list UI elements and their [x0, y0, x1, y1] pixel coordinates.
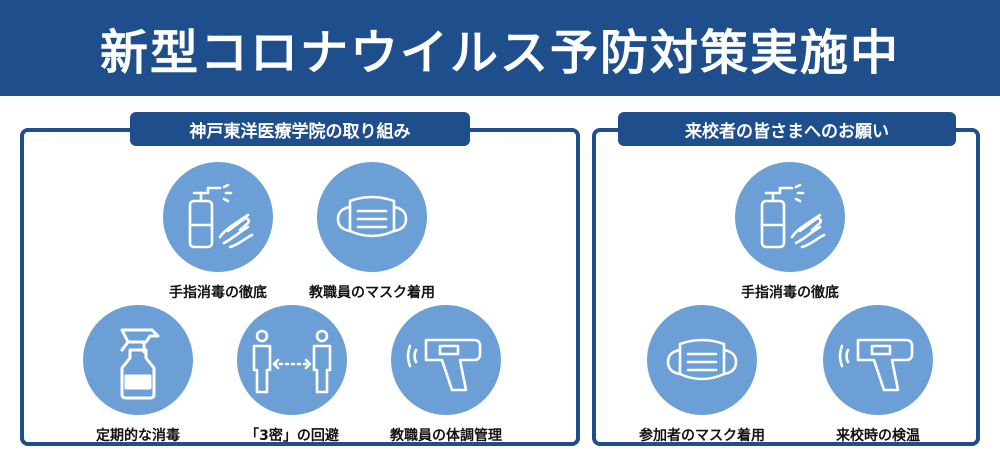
left-item-label: 定期的な消毒	[96, 428, 180, 444]
left-item-hand-sanitizer: 手指消毒の徹底	[128, 162, 308, 302]
face-mask-icon	[317, 162, 427, 272]
thermometer-gun-icon	[823, 305, 933, 415]
right-item-hand-sanitizer: 手指消毒の徹底	[700, 162, 880, 302]
face-mask-icon	[647, 305, 757, 415]
right-panel-heading: 来校者の皆さまへのお願い	[618, 112, 956, 146]
left-item-label: 手指消毒の徹底	[169, 285, 267, 301]
thermometer-gun-icon	[391, 305, 501, 415]
left-item-label: 教職員の体調管理	[390, 428, 502, 444]
social-distance-icon	[237, 305, 347, 415]
left-item-spray-bottle: 定期的な消毒	[48, 305, 228, 445]
left-item-social-distance: 「3密」の回避	[202, 305, 382, 445]
hand-sanitizer-icon	[163, 162, 273, 272]
right-item-face-mask: 参加者のマスク着用	[612, 305, 792, 445]
right-item-thermometer: 来校時の検温	[788, 305, 968, 445]
spray-bottle-icon	[83, 305, 193, 415]
right-item-label: 手指消毒の徹底	[741, 285, 839, 301]
left-item-label: 教職員のマスク着用	[309, 285, 435, 301]
title-banner: 新型コロナウイルス予防対策実施中	[0, 0, 1000, 96]
hand-sanitizer-icon	[735, 162, 845, 272]
left-item-label: 「3密」の回避	[245, 428, 339, 444]
right-item-label: 来校時の検温	[836, 428, 920, 444]
left-item-thermometer: 教職員の体調管理	[356, 305, 536, 445]
right-item-label: 参加者のマスク着用	[639, 428, 765, 444]
left-panel-heading: 神戸東洋医療学院の取り組み	[130, 112, 470, 146]
page-title: 新型コロナウイルス予防対策実施中	[99, 25, 900, 81]
left-item-face-mask: 教職員のマスク着用	[282, 162, 462, 302]
